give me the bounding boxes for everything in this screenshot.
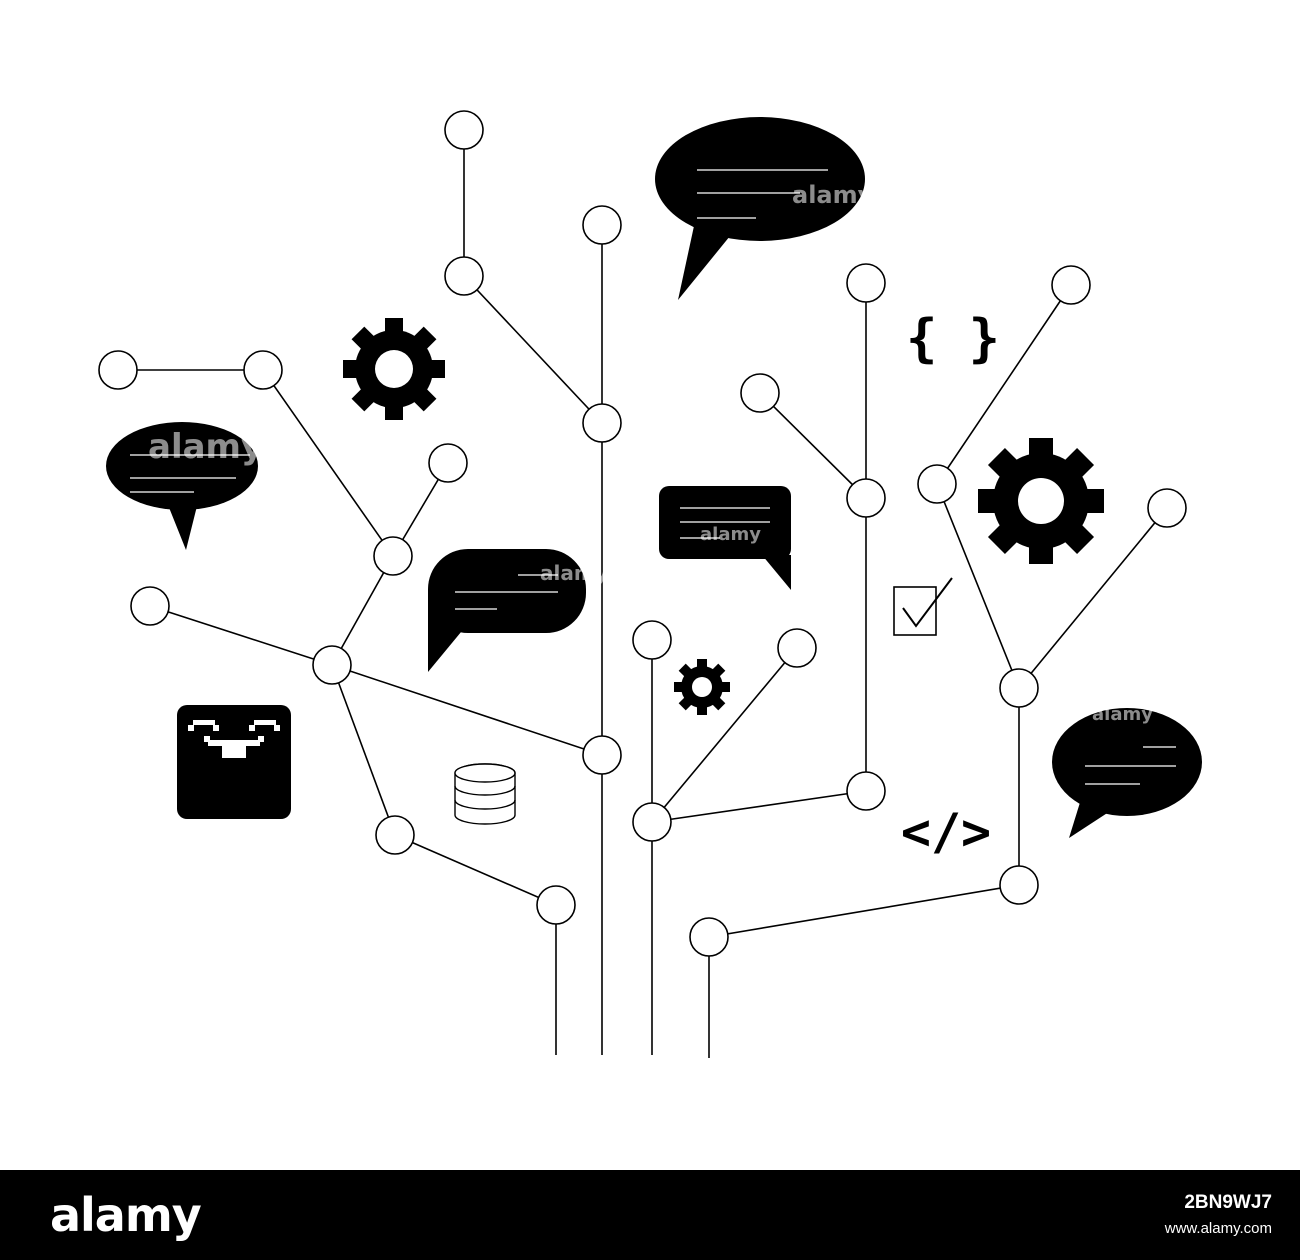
image-id: 2BN9WJ7: [1184, 1192, 1272, 1213]
gear-icon: [674, 659, 730, 715]
watermark-text: alamy: [540, 561, 608, 585]
network-nodes: [98, 110, 1187, 957]
gear-icon: [978, 438, 1104, 564]
footer-bar: alamy 2BN9WJ7 www.alamy.com: [0, 1170, 1300, 1260]
robot-face-icon: [177, 705, 291, 819]
speech-bubble-icon: alamy: [106, 422, 263, 550]
gear-icon: [343, 318, 445, 420]
curly-braces-icon: { }: [906, 309, 1000, 369]
speech-bubble-icon: alamy: [659, 486, 791, 590]
checkbox-icon: [893, 577, 953, 636]
network-wires: [118, 130, 1168, 1058]
watermark-text: alamy: [148, 427, 263, 467]
database-icon: [454, 763, 516, 825]
speech-bubble-icon: alamy: [1052, 704, 1202, 838]
code-tag-icon: </>: [901, 803, 991, 861]
stock-image-id: 2BN9WJ7 www.alamy.com: [1165, 1192, 1272, 1237]
speech-bubble-icon: alamy: [655, 117, 874, 300]
watermark-text: alamy: [792, 181, 874, 209]
watermark-text: alamy: [700, 524, 761, 545]
speech-bubble-icon: alamy: [428, 549, 608, 672]
ai-network-illustration: alamy alamy alamy alamy alamy: [98, 110, 1202, 1058]
watermark-text: alamy: [1092, 704, 1153, 725]
brand-logo: alamy: [50, 1188, 202, 1242]
site-url[interactable]: www.alamy.com: [1164, 1220, 1272, 1237]
